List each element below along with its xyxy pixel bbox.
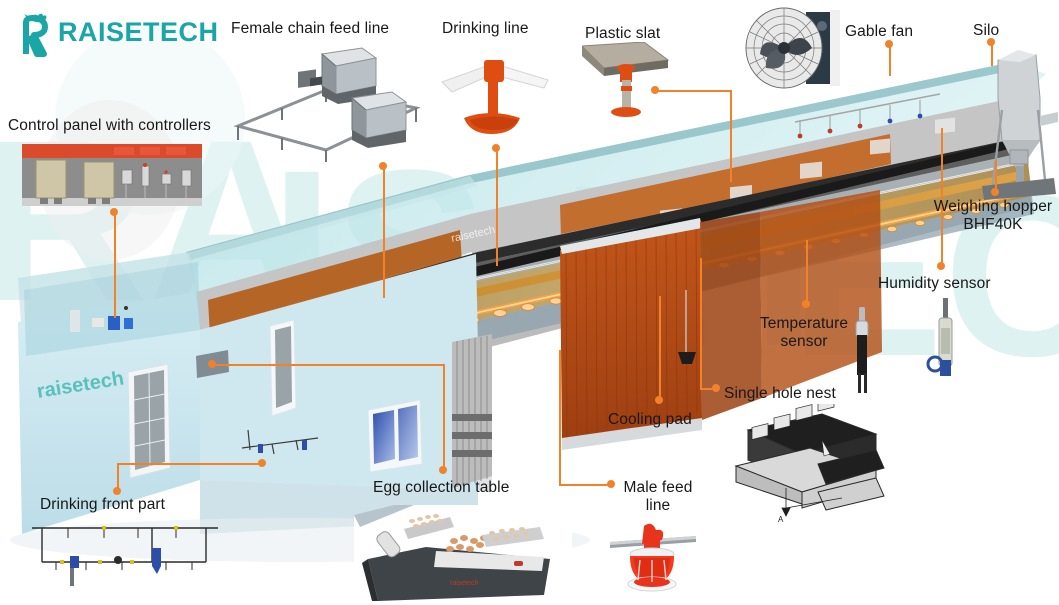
label-humidity-sensor: Humidity sensor (878, 275, 991, 292)
leader-dot-temperature-sensor (802, 300, 810, 308)
leader-plastic-slat-v (730, 90, 732, 182)
feed-distribution-hangers (794, 93, 941, 139)
leader-gable-fan (889, 44, 891, 76)
leader-dot-control-panel (110, 208, 118, 216)
label-temperature-sensor: Temperature sensor (759, 315, 849, 350)
leader-dot-drinking-line (492, 144, 500, 152)
temperature-sensor-photo (855, 307, 869, 393)
label-control-panel: Control panel with controllers (8, 117, 211, 134)
rooster-r-icon (23, 13, 48, 57)
gable-fan-photo (745, 7, 840, 89)
leader-nest-h (700, 388, 716, 390)
leader-egg-collection (443, 364, 445, 470)
leader-nest-v (700, 258, 702, 388)
humidity-sensor-photo (926, 298, 953, 376)
leader-female-chain (383, 166, 385, 298)
leader-dot-cooling-pad (655, 396, 663, 404)
cooling-pad-panel (560, 222, 702, 440)
leader-plastic-slat-h (655, 90, 731, 92)
weighing-hopper (1009, 149, 1029, 165)
leader-cooling-pad (659, 296, 661, 402)
label-gable-fan: Gable fan (845, 23, 914, 40)
leader-male-feed-h (559, 484, 611, 486)
leader-dot-drinking-front-src (258, 459, 266, 467)
leader-control-panel (114, 212, 116, 318)
leader-drinking-front-v (117, 463, 119, 491)
leader-dot-drinking-front (113, 487, 121, 495)
leader-dot-female-chain (379, 162, 387, 170)
label-weighing-hopper: Weighing hopper BHF40K (933, 198, 1053, 233)
label-plastic-slat: Plastic slat (585, 25, 661, 42)
label-egg-collection: Egg collection table (373, 479, 510, 496)
label-cooling-pad: Cooling pad (608, 411, 692, 428)
male-feed-line-photo (610, 523, 696, 592)
interior-controllers (70, 306, 133, 332)
leader-dot-weighing-hopper (991, 188, 999, 196)
plastic-slat-photo (582, 42, 670, 117)
leader-drinking-line (496, 148, 498, 266)
label-female-chain-feed: Female chain feed line (231, 20, 390, 37)
single-hole-nest-marker (678, 290, 696, 364)
window-side-b (367, 399, 423, 473)
leader-weighing-hopper (995, 160, 997, 194)
near-front-wall (18, 292, 200, 534)
leader-dot-gable-fan (885, 40, 893, 48)
leader-dot-silo (987, 38, 995, 46)
cooling-pad-band-left (208, 230, 462, 336)
label-single-hole-nest: Single hole nest (724, 385, 836, 402)
control-panel-photo (22, 144, 202, 206)
leader-dot-male-feed (607, 480, 615, 488)
roof-surface (186, 62, 1046, 292)
label-drinking-line: Drinking line (442, 20, 529, 37)
drinking-front-pipe-wall (241, 429, 319, 455)
female-chain-feed-line-photo (233, 47, 421, 162)
cooling-pad-band-right (560, 134, 891, 238)
leader-dot-egg-collection-src (208, 360, 216, 368)
hopper-unit-1 (320, 47, 378, 104)
label-male-feed-line: Male feed line (623, 479, 693, 514)
leader-male-feed-v (559, 350, 561, 484)
leader-dot-plastic-slat (651, 86, 659, 94)
single-hole-nest-photo: A (734, 404, 885, 524)
leader-temperature-sensor (806, 240, 808, 304)
leader-drinking-front-h (117, 463, 262, 465)
leader-dot-nest (712, 384, 720, 392)
label-drinking-front: Drinking front part (40, 496, 166, 513)
leader-egg-collection-h (212, 364, 444, 366)
leader-humidity-sensor (941, 128, 943, 264)
drive-motor (298, 69, 322, 88)
silo-structure (982, 50, 1058, 200)
corrugated-end-panel (452, 334, 492, 488)
window-side-a (269, 319, 297, 417)
leader-silo (991, 42, 993, 66)
egg-collection-table-photo: raisetech (354, 505, 572, 605)
hopper-unit-2 (350, 91, 408, 148)
logo-text: RAISETECH (58, 17, 219, 47)
drinking-front-part-photo (32, 526, 218, 586)
door-front (127, 363, 171, 479)
drinking-line-photo (441, 60, 549, 134)
leader-dot-egg-collection (439, 466, 447, 474)
svg-text:raisetech: raisetech (450, 580, 479, 587)
brand-logo: RAISETECH (10, 8, 230, 58)
leader-dot-humidity-sensor (937, 262, 945, 270)
label-silo: Silo (973, 22, 1000, 39)
svg-text:A: A (778, 515, 784, 524)
